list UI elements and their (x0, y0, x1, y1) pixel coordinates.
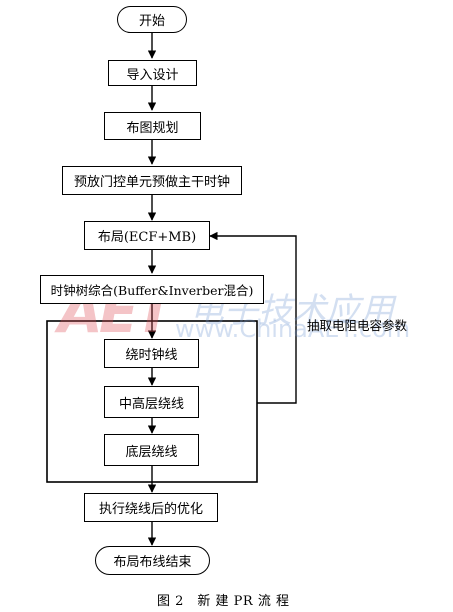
step-post-route-optimization: 执行绕线后的优化 (84, 493, 218, 522)
step-clock-routing: 绕时钟线 (104, 339, 199, 368)
feedback-label: 抽取电阻电容参数 (307, 318, 408, 333)
step-floorplan: 布图规划 (104, 112, 201, 140)
step-placement: 布局(ECF+MB) (84, 221, 210, 250)
start-terminal: 开始 (117, 6, 187, 33)
step-mid-high-layer-routing: 中高层绕线 (104, 386, 199, 418)
step-low-layer-routing: 底层绕线 (104, 434, 199, 466)
step-clock-tree-synthesis: 时钟树综合(Buffer&Inverber混合) (40, 275, 264, 304)
routing-group-frame (46, 320, 258, 483)
step-import-design: 导入设计 (108, 60, 197, 86)
figure-caption: 图 2 新 建 PR 流 程 (157, 594, 290, 609)
feedback-loop (209, 231, 297, 404)
end-terminal: 布局布线结束 (95, 546, 210, 575)
step-preplace-clock-gating: 预放门控单元预做主干时钟 (62, 166, 242, 195)
